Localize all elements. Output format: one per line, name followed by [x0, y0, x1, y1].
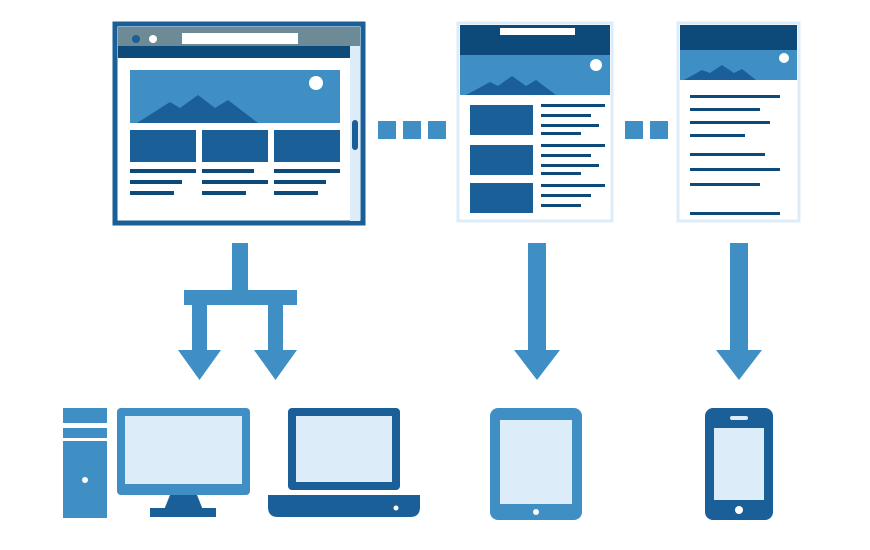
scrollbar-thumb — [352, 120, 358, 150]
phone-layout-icon — [676, 21, 801, 223]
connector-dots — [378, 121, 668, 139]
tablet-device-icon — [490, 408, 582, 520]
tablet-layout-icon — [456, 21, 614, 223]
laptop-icon — [268, 408, 420, 517]
arrow-down-icon — [178, 243, 762, 380]
desktop-layout-icon — [112, 21, 366, 226]
smartphone-icon — [705, 408, 773, 520]
desktop-computer-icon — [63, 408, 250, 518]
